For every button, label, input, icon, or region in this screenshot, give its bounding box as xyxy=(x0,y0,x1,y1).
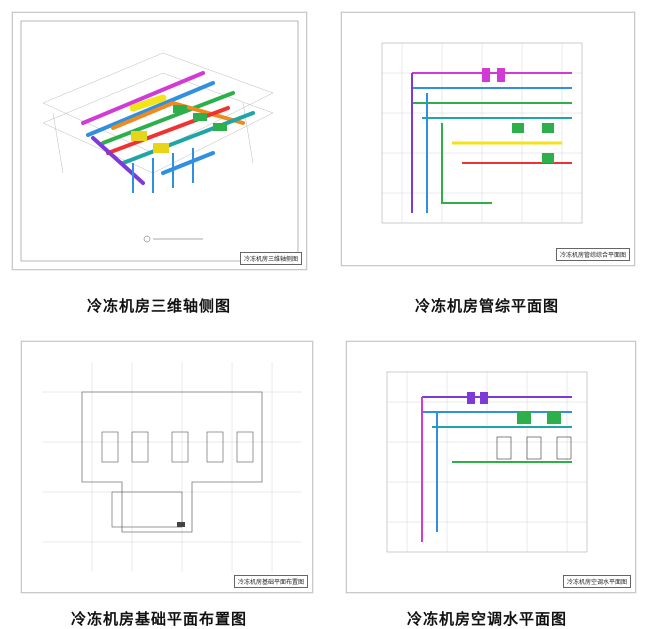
sheet-title-foundation: 冷冻机房基础平面布置图 xyxy=(233,575,308,588)
caption-isometric: 冷冻机房三维轴侧图 xyxy=(86,297,231,315)
caption-chilled-water: 冷冻机房空调水平面图 xyxy=(406,610,567,628)
caption-pipe-coordination: 冷冻机房管综平面图 xyxy=(414,297,559,315)
drawing-sheet-foundation[interactable]: 冷冻机房基础平面布置图 xyxy=(21,341,313,593)
chilled-water-drawing xyxy=(386,371,588,553)
isometric-drawing xyxy=(20,20,299,262)
drawing-sheet-chilled-water[interactable]: 冷冻机房空调水平面图 xyxy=(346,341,636,593)
sheet-title-chilled-water: 冷冻机房空调水平面图 xyxy=(562,575,631,588)
foundation-drawing xyxy=(42,362,302,572)
sheet-title-pipe-coordination: 冷冻机房管综综合平面图 xyxy=(555,248,630,261)
pipe-coordination-drawing xyxy=(381,42,583,224)
drawing-sheet-pipe-coordination[interactable]: 冷冻机房管综综合平面图 xyxy=(341,12,635,266)
caption-foundation: 冷冻机房基础平面布置图 xyxy=(70,610,247,628)
drawing-sheet-isometric[interactable]: 冷冻机房三维轴侧图 xyxy=(12,12,307,270)
sheet-title-isometric: 冷冻机房三维轴侧图 xyxy=(239,252,302,265)
